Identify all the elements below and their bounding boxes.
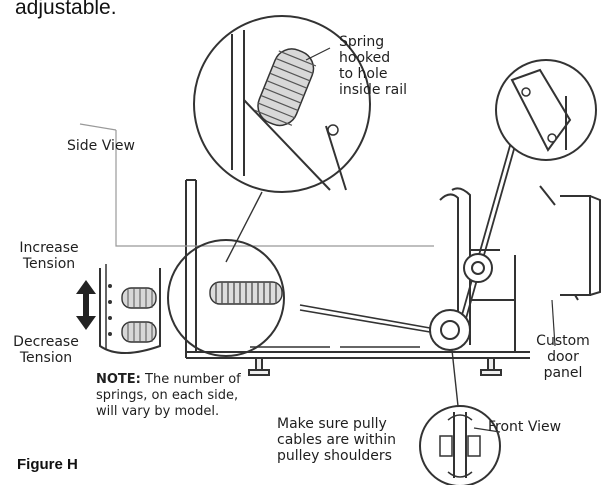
front-view-connector bbox=[451, 349, 459, 407]
custom-door-panel-label: Custom door panel bbox=[536, 333, 590, 381]
pulley-note-label: Make sure pully cables are within pulley… bbox=[277, 416, 396, 464]
magnifier-connector bbox=[225, 191, 263, 263]
drawer-frame bbox=[185, 179, 530, 359]
magnifier-spring bbox=[167, 239, 285, 357]
increase-tension-label: Increase Tension bbox=[19, 240, 79, 272]
main-spring bbox=[209, 281, 283, 305]
spring-callout-label: Spring hooked to hole inside rail bbox=[339, 34, 408, 98]
upper-pulley bbox=[463, 253, 493, 283]
cable bbox=[299, 127, 521, 333]
pointer-lines bbox=[473, 299, 556, 433]
springs-note: NOTE: The number of springs, on each sid… bbox=[96, 372, 241, 419]
figure-caption: Figure H bbox=[17, 456, 78, 473]
decrease-tension-label: Decrease Tension bbox=[13, 334, 79, 366]
magnifier-upper-bracket bbox=[495, 59, 597, 161]
tension-arrow-icon bbox=[76, 280, 96, 330]
tension-detail bbox=[99, 264, 161, 354]
pulley bbox=[429, 309, 471, 351]
door-panel-shape bbox=[539, 185, 601, 301]
magnifier-front-view bbox=[419, 405, 501, 485]
header-fragment: adjustable. bbox=[15, 0, 117, 19]
side-view-label: Side View bbox=[67, 138, 135, 154]
front-view-label: Front View bbox=[488, 419, 562, 435]
leveling-feet bbox=[248, 357, 502, 376]
guide-lines bbox=[79, 123, 434, 247]
magnifier-spring-hook bbox=[193, 15, 371, 193]
